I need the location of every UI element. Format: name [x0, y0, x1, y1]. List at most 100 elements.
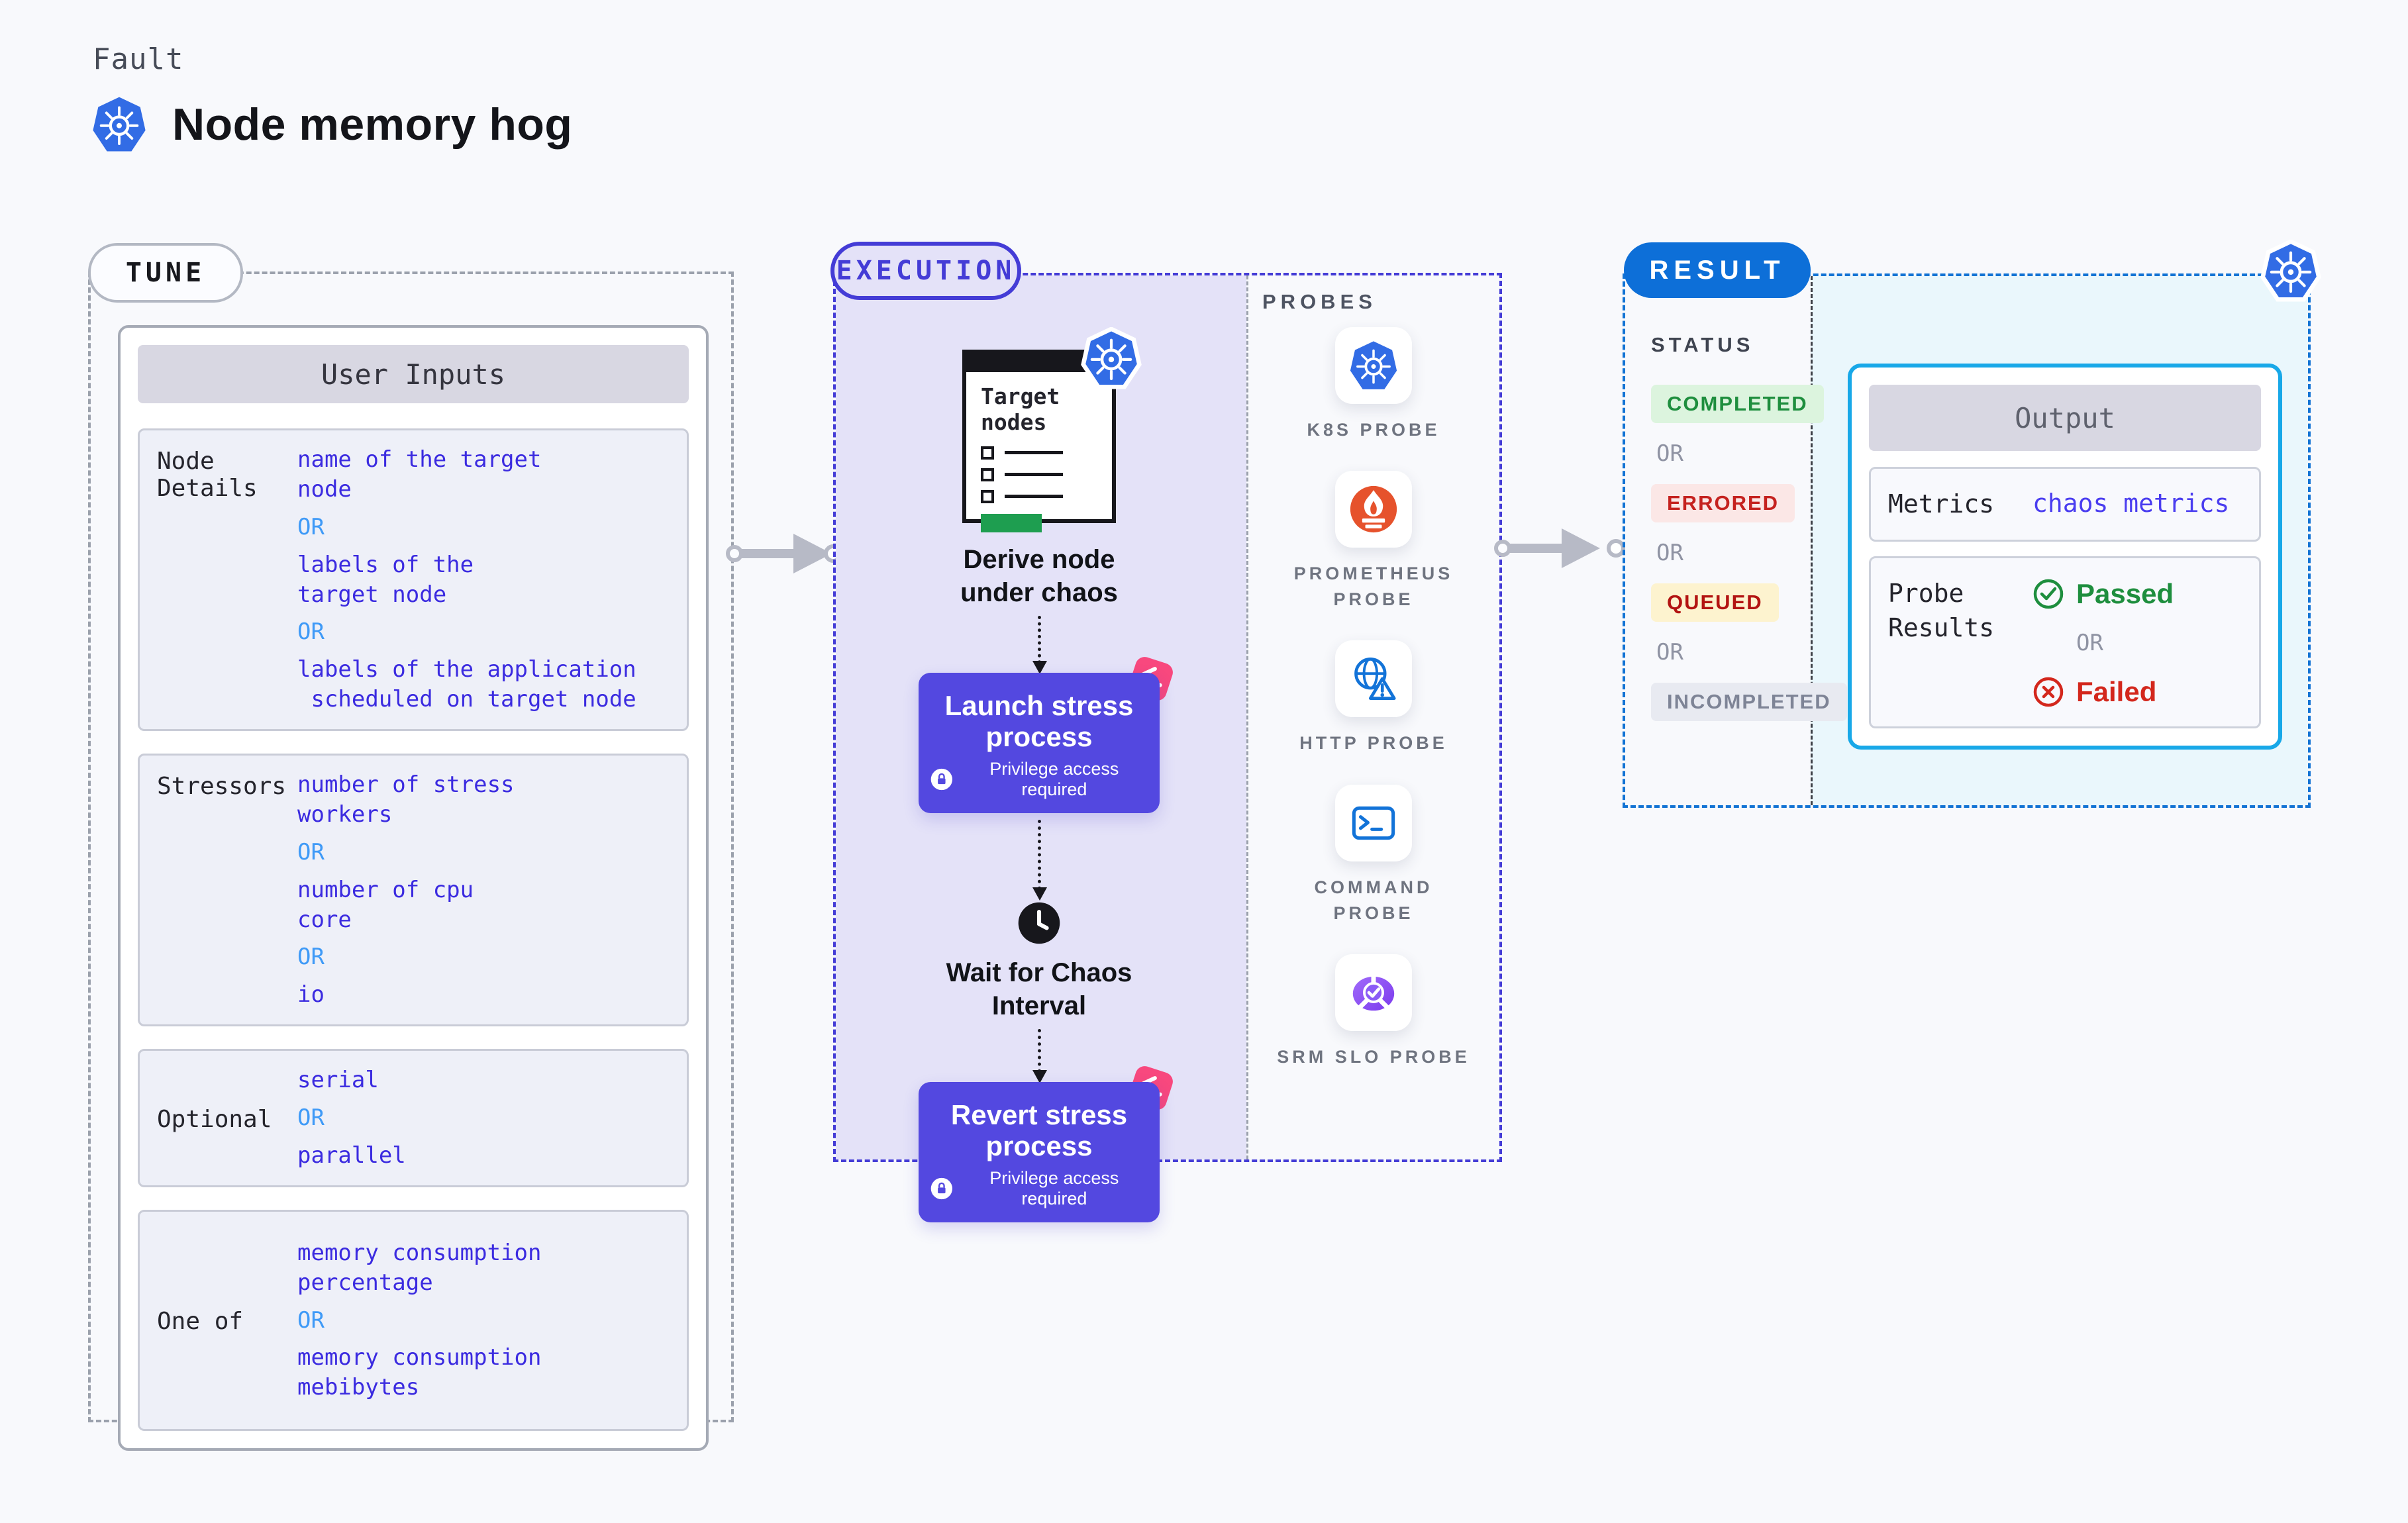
probe-label: K8S PROBE — [1307, 420, 1440, 440]
value-text: memory consumption mebibytes — [297, 1344, 542, 1401]
privilege-note: Privilege access required — [930, 1168, 1148, 1209]
row-label: Optional — [157, 1105, 272, 1133]
clock-icon — [1018, 902, 1060, 944]
derive-step-label: Derive node under chaos — [960, 545, 1118, 607]
check-circle-icon — [2033, 579, 2064, 609]
result-badge: RESULT — [1624, 242, 1811, 298]
row-label: Node Details — [157, 448, 258, 502]
x-circle-icon — [2033, 677, 2064, 707]
probe-label: PROMETHEUS PROBE — [1293, 564, 1454, 610]
probe-label: SRM SLO PROBE — [1277, 1046, 1470, 1067]
execution-flow: Target nodes Derive node under chaos Lau… — [833, 273, 1245, 1223]
page-title: Node memory hog — [172, 99, 573, 150]
passed-line: Passed — [2032, 578, 2174, 610]
probe-label: HTTP PROBE — [1299, 733, 1448, 754]
or-text: OR — [2076, 630, 2103, 657]
or-text: OR — [1656, 440, 1683, 467]
probe-card — [1335, 640, 1412, 718]
page-header: Node memory hog — [90, 94, 572, 155]
execution-badge: EXECUTION — [830, 242, 1021, 300]
probe-card — [1335, 954, 1412, 1031]
privilege-text: Privilege access required — [989, 759, 1119, 800]
launch-stress-step: Launch stress process Privilege access r… — [919, 654, 1176, 814]
user-inputs-title: User Inputs — [138, 345, 689, 403]
progress-bar — [981, 513, 1042, 532]
probe-item-k8s: K8S PROBE — [1307, 327, 1440, 443]
probe-item-http: HTTP PROBE — [1299, 640, 1448, 756]
step-title: Revert stress process — [950, 1099, 1128, 1162]
line-placeholder — [1005, 495, 1063, 499]
status-heading: STATUS — [1651, 333, 1754, 356]
probe-item-command: COMMAND PROBE — [1271, 784, 1476, 926]
value-text: io — [297, 981, 325, 1008]
connector-arrow — [1495, 525, 1625, 571]
status-column: STATUS COMPLETED OR ERRORED OR QUEUED OR… — [1651, 333, 1847, 738]
tune-badge: TUNE — [88, 243, 243, 303]
checkbox-icon — [981, 467, 994, 481]
node-checklist — [981, 446, 1112, 503]
row-values: name of the target node OR labels of the… — [297, 445, 668, 714]
flow-arrow-down-icon — [1032, 820, 1047, 901]
row-label: Probe Results — [1888, 579, 1995, 642]
kubernetes-icon — [90, 94, 148, 155]
value-text: labels of the application scheduled on t… — [297, 656, 636, 713]
value-text: number of stress workers — [297, 771, 515, 828]
revert-stress-step: Revert stress process Privilege access r… — [919, 1063, 1176, 1223]
row-label: Metrics — [1888, 489, 1995, 518]
row-values: number of stress workers OR number of cp… — [297, 770, 668, 1010]
row-values: serial OR parallel — [297, 1065, 668, 1171]
checkbox-icon — [981, 446, 994, 460]
or-text: OR — [297, 1306, 325, 1334]
flow-arrow-down-icon — [1032, 616, 1047, 674]
or-text: OR — [297, 838, 325, 865]
failed-text: Failed — [2076, 676, 2157, 708]
value-text: name of the target node — [297, 446, 542, 503]
kubernetes-icon — [2260, 240, 2322, 302]
lock-icon — [930, 1177, 953, 1200]
value-text: parallel — [297, 1142, 406, 1169]
line-placeholder — [1005, 473, 1063, 477]
probe-list: K8S PROBE PROMETHEUS PROBE — [1245, 327, 1502, 1070]
lock-icon — [930, 768, 953, 791]
probe-card — [1335, 784, 1412, 861]
status-badge-errored: ERRORED — [1651, 484, 1795, 522]
or-text: OR — [297, 1105, 325, 1131]
target-nodes-illustration: Target nodes — [962, 350, 1116, 532]
row-values: memory consumption percentage OR memory … — [297, 1238, 668, 1402]
terminal-icon — [1352, 806, 1395, 840]
or-text: OR — [1656, 639, 1683, 665]
failed-line: Failed — [2032, 676, 2174, 708]
flow-arrow-down-icon — [1032, 1029, 1047, 1084]
prometheus-icon — [1350, 486, 1397, 533]
revert-stress-button: Revert stress process Privilege access r… — [919, 1082, 1160, 1223]
value-text: labels of the target node — [297, 551, 474, 608]
privilege-note: Privilege access required — [930, 759, 1148, 800]
probes-panel — [1246, 275, 1499, 1159]
or-text: OR — [297, 618, 325, 646]
probe-item-srm-slo: SRM SLO PROBE — [1277, 954, 1470, 1070]
table-row-optional: Optional serial OR parallel — [138, 1049, 689, 1187]
checkbox-icon — [981, 489, 994, 503]
output-row-metrics: Metrics chaos metrics — [1869, 467, 2261, 542]
passed-text: Passed — [2076, 578, 2174, 610]
status-badge-queued: QUEUED — [1651, 583, 1779, 622]
privilege-text: Privilege access required — [989, 1168, 1119, 1209]
or-text: OR — [297, 944, 325, 971]
status-badge-completed: COMPLETED — [1651, 385, 1824, 423]
output-table: Output Metrics chaos metrics Probe Resul… — [1848, 364, 2282, 750]
globe-warning-icon — [1354, 658, 1396, 701]
wait-step-label: Wait for Chaos Interval — [946, 958, 1132, 1021]
kubernetes-icon — [1348, 340, 1399, 391]
probes-heading: PROBES — [1262, 290, 1377, 313]
illustration-title: Target nodes — [981, 383, 1060, 435]
launch-stress-button: Launch stress process Privilege access r… — [919, 673, 1160, 814]
or-text: OR — [1656, 540, 1683, 566]
connector-arrow — [727, 530, 842, 577]
row-label: One of — [157, 1308, 244, 1336]
probe-label: COMMAND PROBE — [1314, 877, 1433, 923]
output-row-probe-results: Probe Results Passed OR Faile — [1869, 556, 2261, 729]
table-row-node-details: Node Details name of the target node OR … — [138, 428, 689, 731]
status-badge-incompleted: INCOMPLETED — [1651, 683, 1847, 721]
kubernetes-icon — [1080, 327, 1142, 389]
